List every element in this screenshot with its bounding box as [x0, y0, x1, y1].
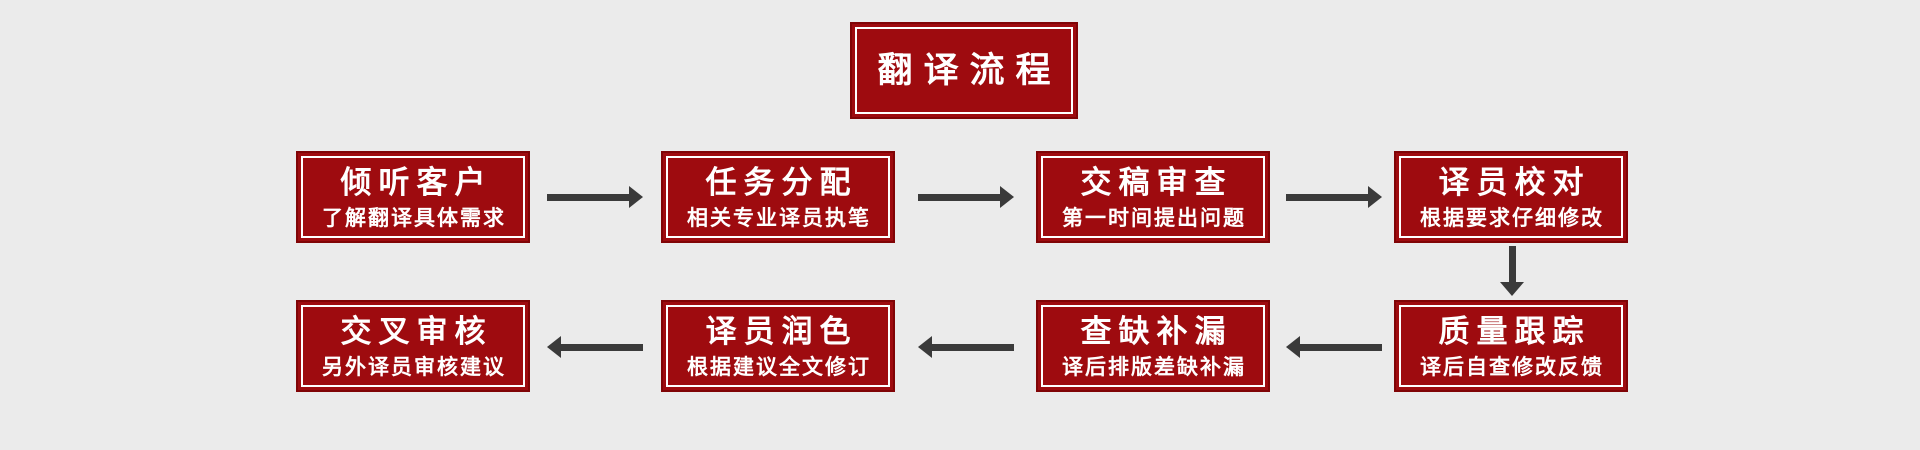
arrow-shaft [1286, 193, 1368, 201]
step-box-quality-tracking: 质量跟踪 译后自查修改反馈 [1394, 300, 1628, 392]
step-box-cross-review: 交叉审核 另外译员审核建议 [296, 300, 530, 392]
step-title: 质量跟踪 [1438, 314, 1591, 350]
step-title: 交稿审查 [1080, 165, 1233, 201]
arrow-down-icon [1500, 246, 1524, 296]
arrow-head [1500, 282, 1524, 296]
step-subtitle: 根据要求仔细修改 [1420, 206, 1604, 230]
arrow-shaft [1300, 343, 1382, 351]
arrow-left-icon [547, 336, 643, 358]
step-subtitle: 根据建议全文修订 [687, 355, 871, 379]
flowchart-title-box: 翻译流程 [850, 22, 1078, 119]
step-title: 任务分配 [705, 165, 858, 201]
arrow-head [1368, 186, 1382, 208]
arrow-shaft [547, 193, 629, 201]
step-box-draft-review: 交稿审查 第一时间提出问题 [1036, 151, 1270, 243]
step-subtitle: 译后排版差缺补漏 [1062, 355, 1246, 379]
arrow-head [1286, 336, 1300, 358]
arrow-right-icon [918, 186, 1014, 208]
step-box-gap-checking: 查缺补漏 译后排版差缺补漏 [1036, 300, 1270, 392]
step-title: 译员校对 [1438, 165, 1591, 201]
step-box-task-assignment: 任务分配 相关专业译员执笔 [661, 151, 895, 243]
step-box-translator-polishing: 译员润色 根据建议全文修订 [661, 300, 895, 392]
step-box-listen-to-customer: 倾听客户 了解翻译具体需求 [296, 151, 530, 243]
step-subtitle: 第一时间提出问题 [1062, 206, 1246, 230]
arrow-shaft [932, 343, 1014, 351]
step-subtitle: 另外译员审核建议 [322, 355, 506, 379]
arrow-shaft [1508, 246, 1516, 282]
arrow-left-icon [918, 336, 1014, 358]
step-title: 译员润色 [705, 314, 858, 350]
arrow-head [1000, 186, 1014, 208]
arrow-shaft [561, 343, 643, 351]
arrow-head [547, 336, 561, 358]
flowchart-title: 翻译流程 [877, 51, 1062, 90]
step-subtitle: 了解翻译具体需求 [322, 206, 506, 230]
arrow-head [918, 336, 932, 358]
step-title: 交叉审核 [340, 314, 493, 350]
step-title: 倾听客户 [340, 165, 493, 201]
arrow-right-icon [547, 186, 643, 208]
arrow-left-icon [1286, 336, 1382, 358]
step-box-translator-proofreading: 译员校对 根据要求仔细修改 [1394, 151, 1628, 243]
arrow-head [629, 186, 643, 208]
step-subtitle: 相关专业译员执笔 [687, 206, 871, 230]
step-title: 查缺补漏 [1080, 314, 1233, 350]
step-subtitle: 译后自查修改反馈 [1420, 355, 1604, 379]
arrow-right-icon [1286, 186, 1382, 208]
arrow-shaft [918, 193, 1000, 201]
